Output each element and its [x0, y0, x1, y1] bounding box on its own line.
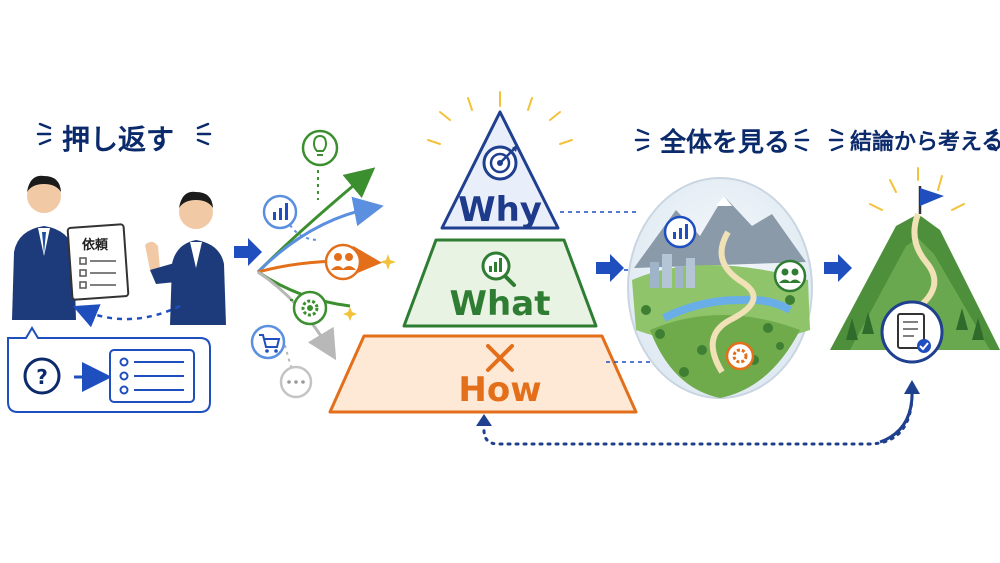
magnifier-chart-icon [481, 251, 516, 287]
label-conclusion-first: 結論から考える [850, 130, 1000, 155]
bar-chart-icon [663, 215, 697, 249]
feedback-arrowhead [476, 414, 492, 426]
question-icon [23, 357, 61, 395]
pyramid-tier-how [328, 334, 638, 414]
target-icon [482, 144, 518, 181]
flow-arrow-2 [596, 254, 624, 282]
gear-icon [292, 290, 328, 326]
summit-mountain [830, 167, 1000, 364]
sparkle-icon [380, 254, 396, 270]
title-sparkles-overview [634, 128, 810, 152]
svg-text:?: ? [36, 365, 48, 389]
pyramid-label-what: What [449, 284, 551, 324]
pyramid-label-how: How [458, 370, 542, 410]
person-responder [145, 191, 226, 325]
gear-icon [725, 341, 755, 371]
feedback-arrowhead-top [904, 380, 920, 394]
label-see-whole: 全体を見る [660, 128, 791, 158]
label-push-back: 押し返す [62, 123, 175, 156]
question-to-list-bubble: ? [7, 326, 211, 413]
feedback-loop-arrow [482, 386, 914, 446]
pyramid-label-why: Why [458, 190, 542, 230]
people-icon [773, 259, 807, 293]
bar-chart-icon [262, 194, 298, 230]
checklist-doc-icon [880, 300, 944, 364]
title-sparkles-left [36, 122, 212, 146]
cart-icon [250, 324, 286, 360]
request-document [66, 223, 130, 301]
request-document-label: 依頼 [82, 238, 109, 253]
person-requester [12, 175, 76, 320]
flag-icon [918, 186, 944, 214]
pyramid [328, 110, 638, 414]
tools-icon [486, 344, 514, 372]
lightbulb-icon [301, 129, 339, 167]
pyramid-tier-what [402, 238, 598, 328]
pushback-return-arrow [72, 304, 181, 328]
flow-arrow-1 [234, 238, 262, 266]
title-sparkles-conclusion [828, 128, 999, 152]
feedback-loop-solid [879, 387, 914, 444]
pyramid-rays [427, 91, 573, 145]
flow-arrow-3 [824, 254, 852, 282]
more-icon [279, 365, 313, 399]
sparkle-icon [343, 307, 357, 321]
people-icon [324, 243, 362, 281]
landscape-scene [627, 177, 813, 399]
